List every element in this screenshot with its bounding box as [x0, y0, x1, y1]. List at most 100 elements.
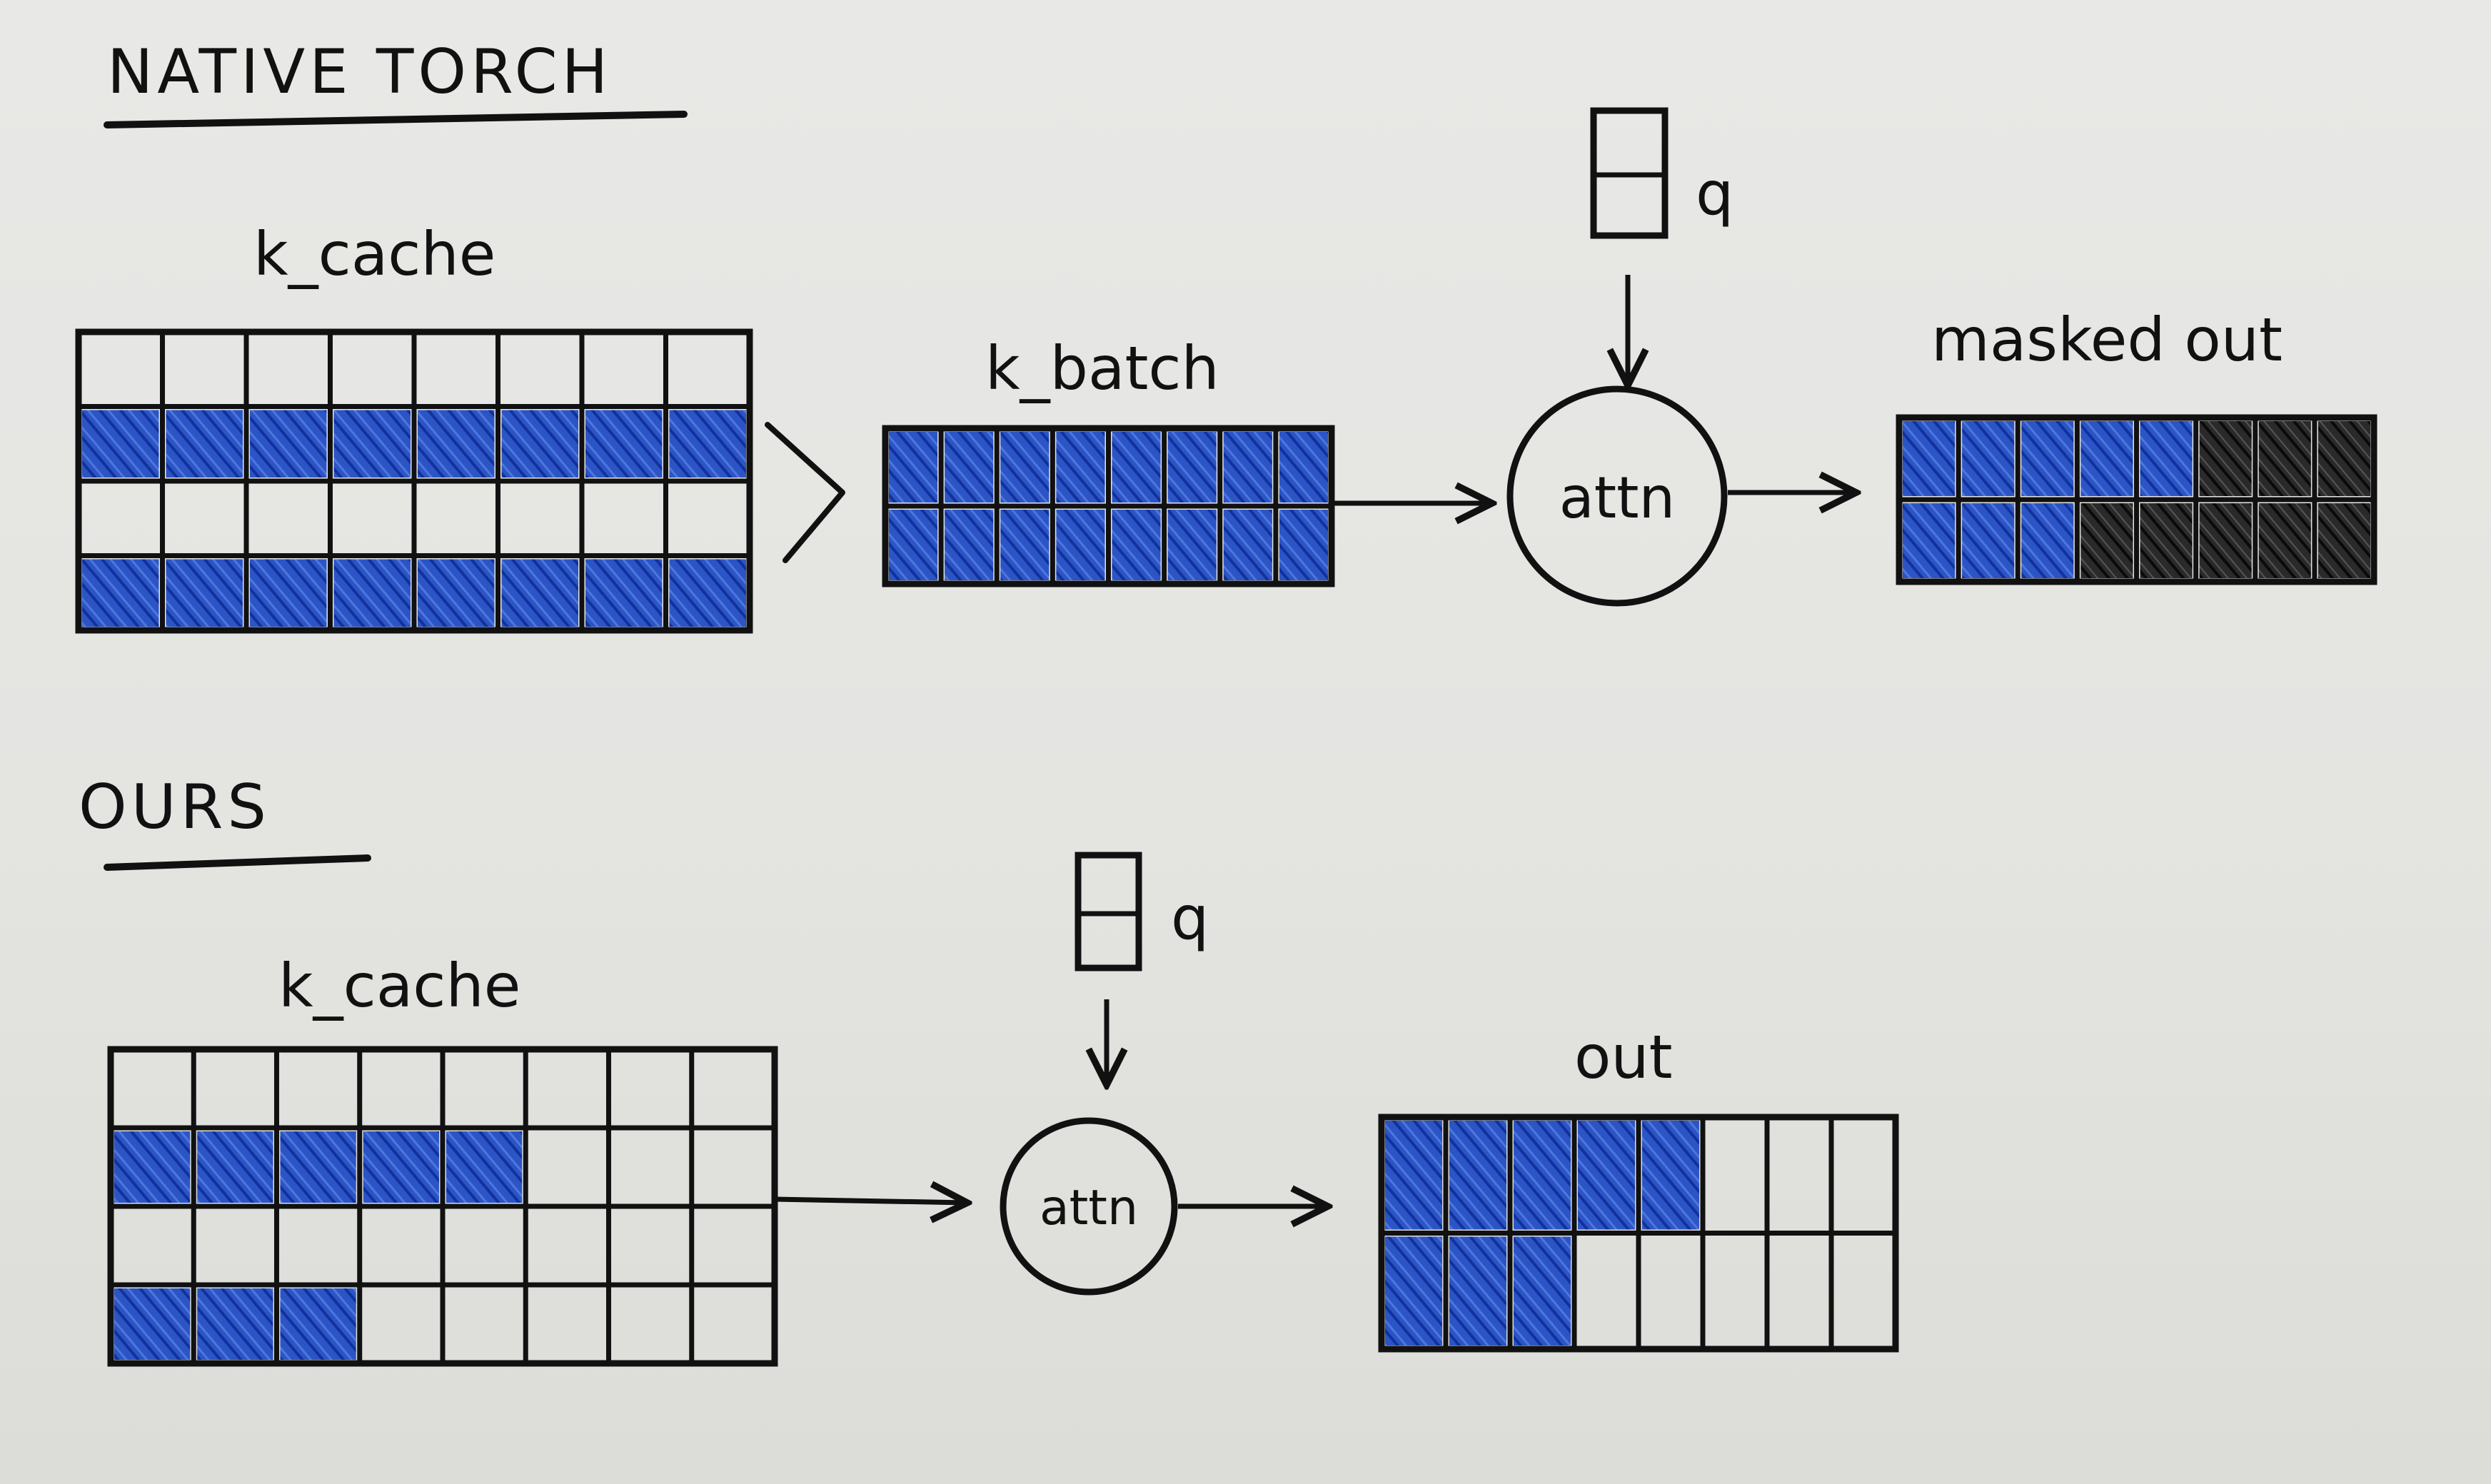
ours-output-cell-filled	[1514, 1236, 1571, 1346]
native-output-cell-masked	[2318, 421, 2370, 496]
native-k-cache-cell-empty	[418, 485, 495, 552]
ours-k-cache-cell-empty	[695, 1210, 771, 1281]
ours-k-cache-cell-empty	[363, 1210, 439, 1281]
native-k-batch-cell-filled	[1000, 432, 1050, 503]
ours-k-cache-cell-filled	[280, 1131, 356, 1203]
native-output-cell-filled	[2080, 421, 2133, 496]
ours-output-cell-filled	[1385, 1236, 1442, 1346]
native-k-batch-label: k_batch	[985, 333, 1219, 403]
ours-k-cache-cell-empty	[613, 1288, 688, 1360]
native-output-cell-masked	[2318, 503, 2370, 578]
native-k-cache-cell-filled	[250, 559, 327, 627]
native-k-cache-cell-empty	[82, 485, 159, 552]
native-k-batch-cell-filled	[889, 432, 938, 503]
native-k-cache-cell-filled	[250, 410, 327, 478]
ours-k-cache-cell-empty	[446, 1288, 522, 1360]
native-attn-node	[1506, 385, 1728, 607]
ours-k-cache-cell-empty	[281, 1053, 356, 1124]
ours-k-cache-cell-empty	[281, 1210, 356, 1281]
ours-k-cache-label: k_cache	[278, 951, 520, 1021]
native-k-batch-cell-filled	[1112, 432, 1161, 503]
ours-k-cache-cell-empty	[529, 1288, 605, 1360]
ours-k-cache-cell-filled	[197, 1131, 273, 1203]
native-k-batch-grid	[882, 425, 1335, 587]
native-output-cell-masked	[2258, 503, 2311, 578]
native-k-cache-cell-filled	[669, 559, 746, 627]
ours-k-cache-cell-empty	[695, 1288, 771, 1360]
native-k-cache-cell-empty	[334, 485, 411, 552]
ours-q-label: q	[1171, 883, 1209, 953]
native-output-cell-filled	[1962, 503, 2015, 578]
native-k-cache-cell-empty	[502, 485, 579, 552]
native-k-batch-cell-filled	[1112, 510, 1161, 580]
ours-k-cache-cell-empty	[529, 1210, 605, 1281]
native-output-cell-filled	[1903, 421, 1956, 496]
native-k-cache-cell-empty	[334, 335, 411, 403]
ours-output-cell-filled	[1642, 1121, 1699, 1230]
ours-attn-node	[1000, 1117, 1178, 1296]
native-k-cache-cell-filled	[333, 559, 411, 627]
ours-title-underline	[104, 854, 371, 871]
ours-k-cache-cell-empty	[529, 1053, 605, 1124]
ours-k-cache-cell-empty	[613, 1210, 688, 1281]
ours-k-cache-grid	[107, 1046, 778, 1367]
native-k-cache-grid	[75, 328, 753, 634]
native-k-cache-cell-empty	[166, 335, 243, 403]
native-title-underline	[104, 111, 688, 128]
gather-chevron	[765, 422, 845, 563]
native-output-label: masked out	[1931, 305, 2283, 375]
ours-output-cell-empty	[1642, 1237, 1699, 1346]
ours-k-cache-cell-empty	[446, 1210, 522, 1281]
native-k-cache-cell-filled	[82, 410, 159, 478]
native-k-batch-cell-filled	[1167, 510, 1217, 580]
native-output-cell-masked	[2199, 503, 2252, 578]
native-masked-output-grid	[1896, 414, 2377, 585]
native-attn-label: attn	[1559, 465, 1675, 531]
native-output-cell-filled	[2140, 421, 2193, 496]
ours-output-cell-empty	[1835, 1237, 1892, 1346]
ours-k-cache-cell-empty	[446, 1053, 522, 1124]
ours-output-cell-empty	[1835, 1121, 1892, 1230]
ours-k-cache-cell-filled	[363, 1131, 439, 1203]
section-ours: OURS k_cache q attn out	[79, 772, 1899, 1367]
ours-output-cell-filled	[1449, 1121, 1506, 1230]
native-output-cell-masked	[2258, 421, 2311, 496]
ours-attn-label: attn	[1040, 1180, 1138, 1236]
ours-output-cell-filled	[1449, 1236, 1506, 1346]
native-k-cache-cell-filled	[82, 559, 159, 627]
ours-output-cell-empty	[1578, 1237, 1635, 1346]
native-k-cache-cell-empty	[250, 335, 327, 403]
native-output-cell-masked	[2080, 503, 2133, 578]
native-k-batch-cell-filled	[1279, 510, 1328, 580]
native-k-cache-cell-filled	[585, 559, 663, 627]
ours-k-cache-cell-filled	[280, 1288, 356, 1360]
native-k-cache-cell-empty	[502, 335, 579, 403]
native-k-cache-cell-filled	[418, 559, 495, 627]
ours-k-cache-cell-filled	[446, 1131, 523, 1203]
ours-k-cache-cell-empty	[114, 1053, 190, 1124]
ours-output-cell-filled	[1578, 1121, 1635, 1230]
ours-output-label: out	[1574, 1022, 1673, 1092]
native-k-cache-cell-filled	[166, 559, 243, 627]
ours-k-cache-cell-empty	[695, 1131, 771, 1203]
ours-output-grid	[1378, 1114, 1899, 1353]
native-output-cell-filled	[1962, 421, 2015, 496]
ours-k-cache-cell-empty	[613, 1053, 688, 1124]
native-k-cache-cell-empty	[585, 335, 663, 403]
native-k-cache-cell-filled	[585, 410, 663, 478]
ours-k-cache-cell-empty	[529, 1131, 605, 1203]
native-k-batch-cell-filled	[1223, 510, 1272, 580]
ours-k-cache-cell-empty	[197, 1210, 273, 1281]
native-k-cache-cell-empty	[670, 485, 747, 552]
native-output-cell-filled	[2021, 421, 2074, 496]
native-k-batch-cell-filled	[1056, 432, 1105, 503]
native-k-cache-cell-filled	[501, 410, 578, 478]
ours-k-cache-cell-empty	[114, 1210, 190, 1281]
native-k-cache-cell-filled	[166, 410, 243, 478]
ours-k-cache-cell-empty	[613, 1131, 688, 1203]
ours-kcache-to-attn-arrow	[774, 1199, 967, 1203]
section-native-torch: NATIVE TORCH k_cache k_batch q attn mask…	[75, 36, 2377, 634]
native-torch-title: NATIVE TORCH	[107, 36, 612, 108]
ours-k-cache-cell-empty	[695, 1053, 771, 1124]
ours-k-cache-cell-filled	[114, 1288, 191, 1360]
